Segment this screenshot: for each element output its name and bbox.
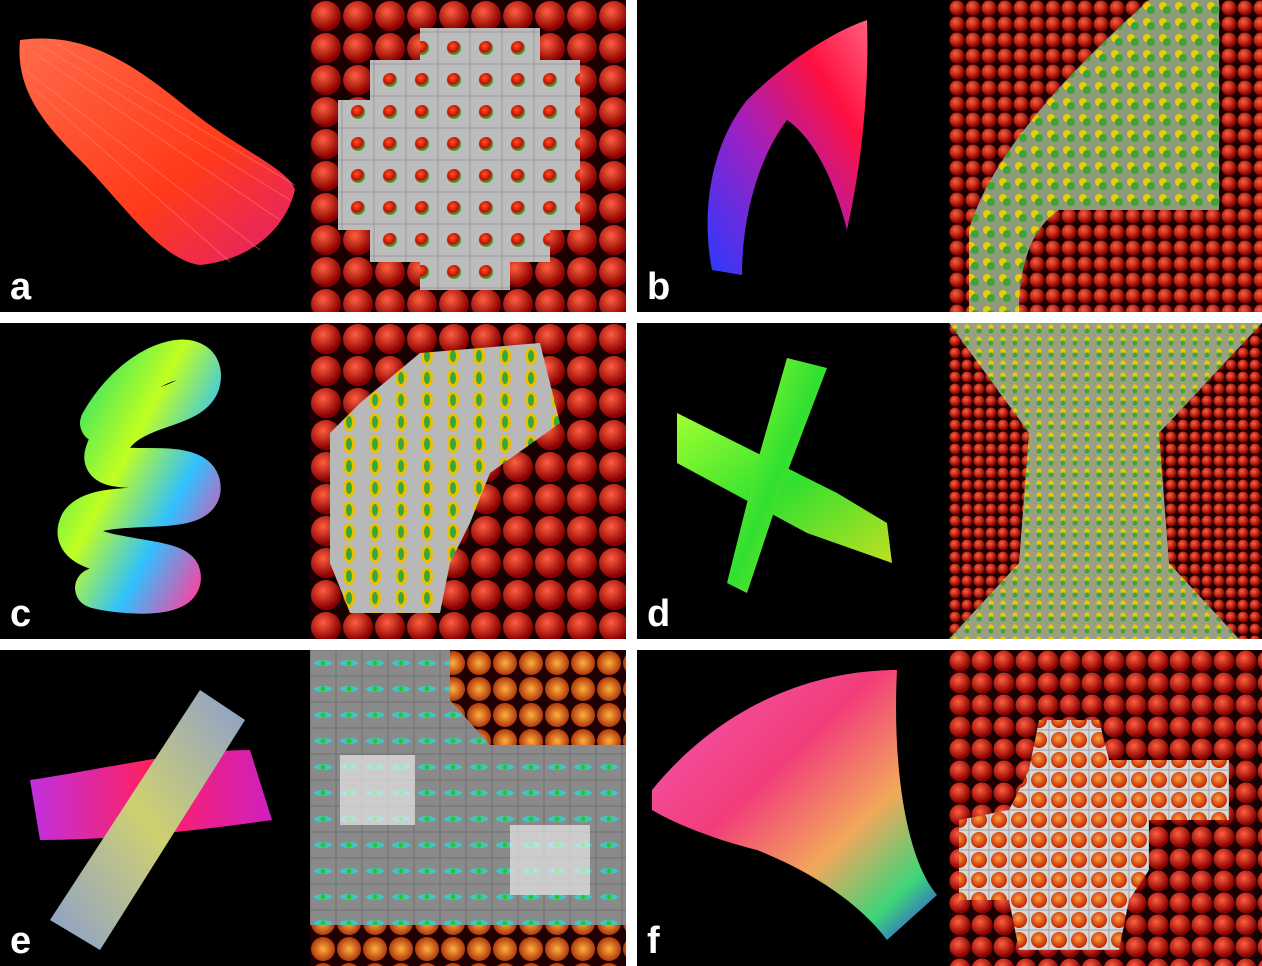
panel-d: d (637, 323, 1262, 639)
panel-a: a (0, 0, 626, 312)
glyph-render-f (949, 650, 1262, 966)
fiber-render-d (677, 358, 892, 593)
fiber-render-f (652, 670, 937, 940)
panel-label-e: e (10, 920, 32, 962)
fiber-render-a (19, 38, 296, 265)
glyph-render-c (310, 323, 626, 639)
glyph-render-e (310, 650, 626, 966)
glyph-render-d (949, 323, 1262, 639)
fiber-render-c (57, 339, 221, 614)
panel-e: e (0, 650, 626, 966)
fiber-render-e (30, 690, 272, 950)
panel-label-b: b (647, 266, 671, 308)
panel-label-a: a (10, 266, 32, 308)
panel-label-d: d (647, 593, 671, 635)
panel-c: c (0, 323, 626, 639)
glyph-render-b (949, 0, 1262, 312)
fiber-render-b (707, 20, 868, 275)
panel-label-c: c (10, 593, 32, 635)
panel-b: b (637, 0, 1262, 312)
panel-label-f: f (647, 920, 660, 962)
panel-f: f (637, 650, 1262, 966)
glyph-render-a (310, 0, 626, 312)
